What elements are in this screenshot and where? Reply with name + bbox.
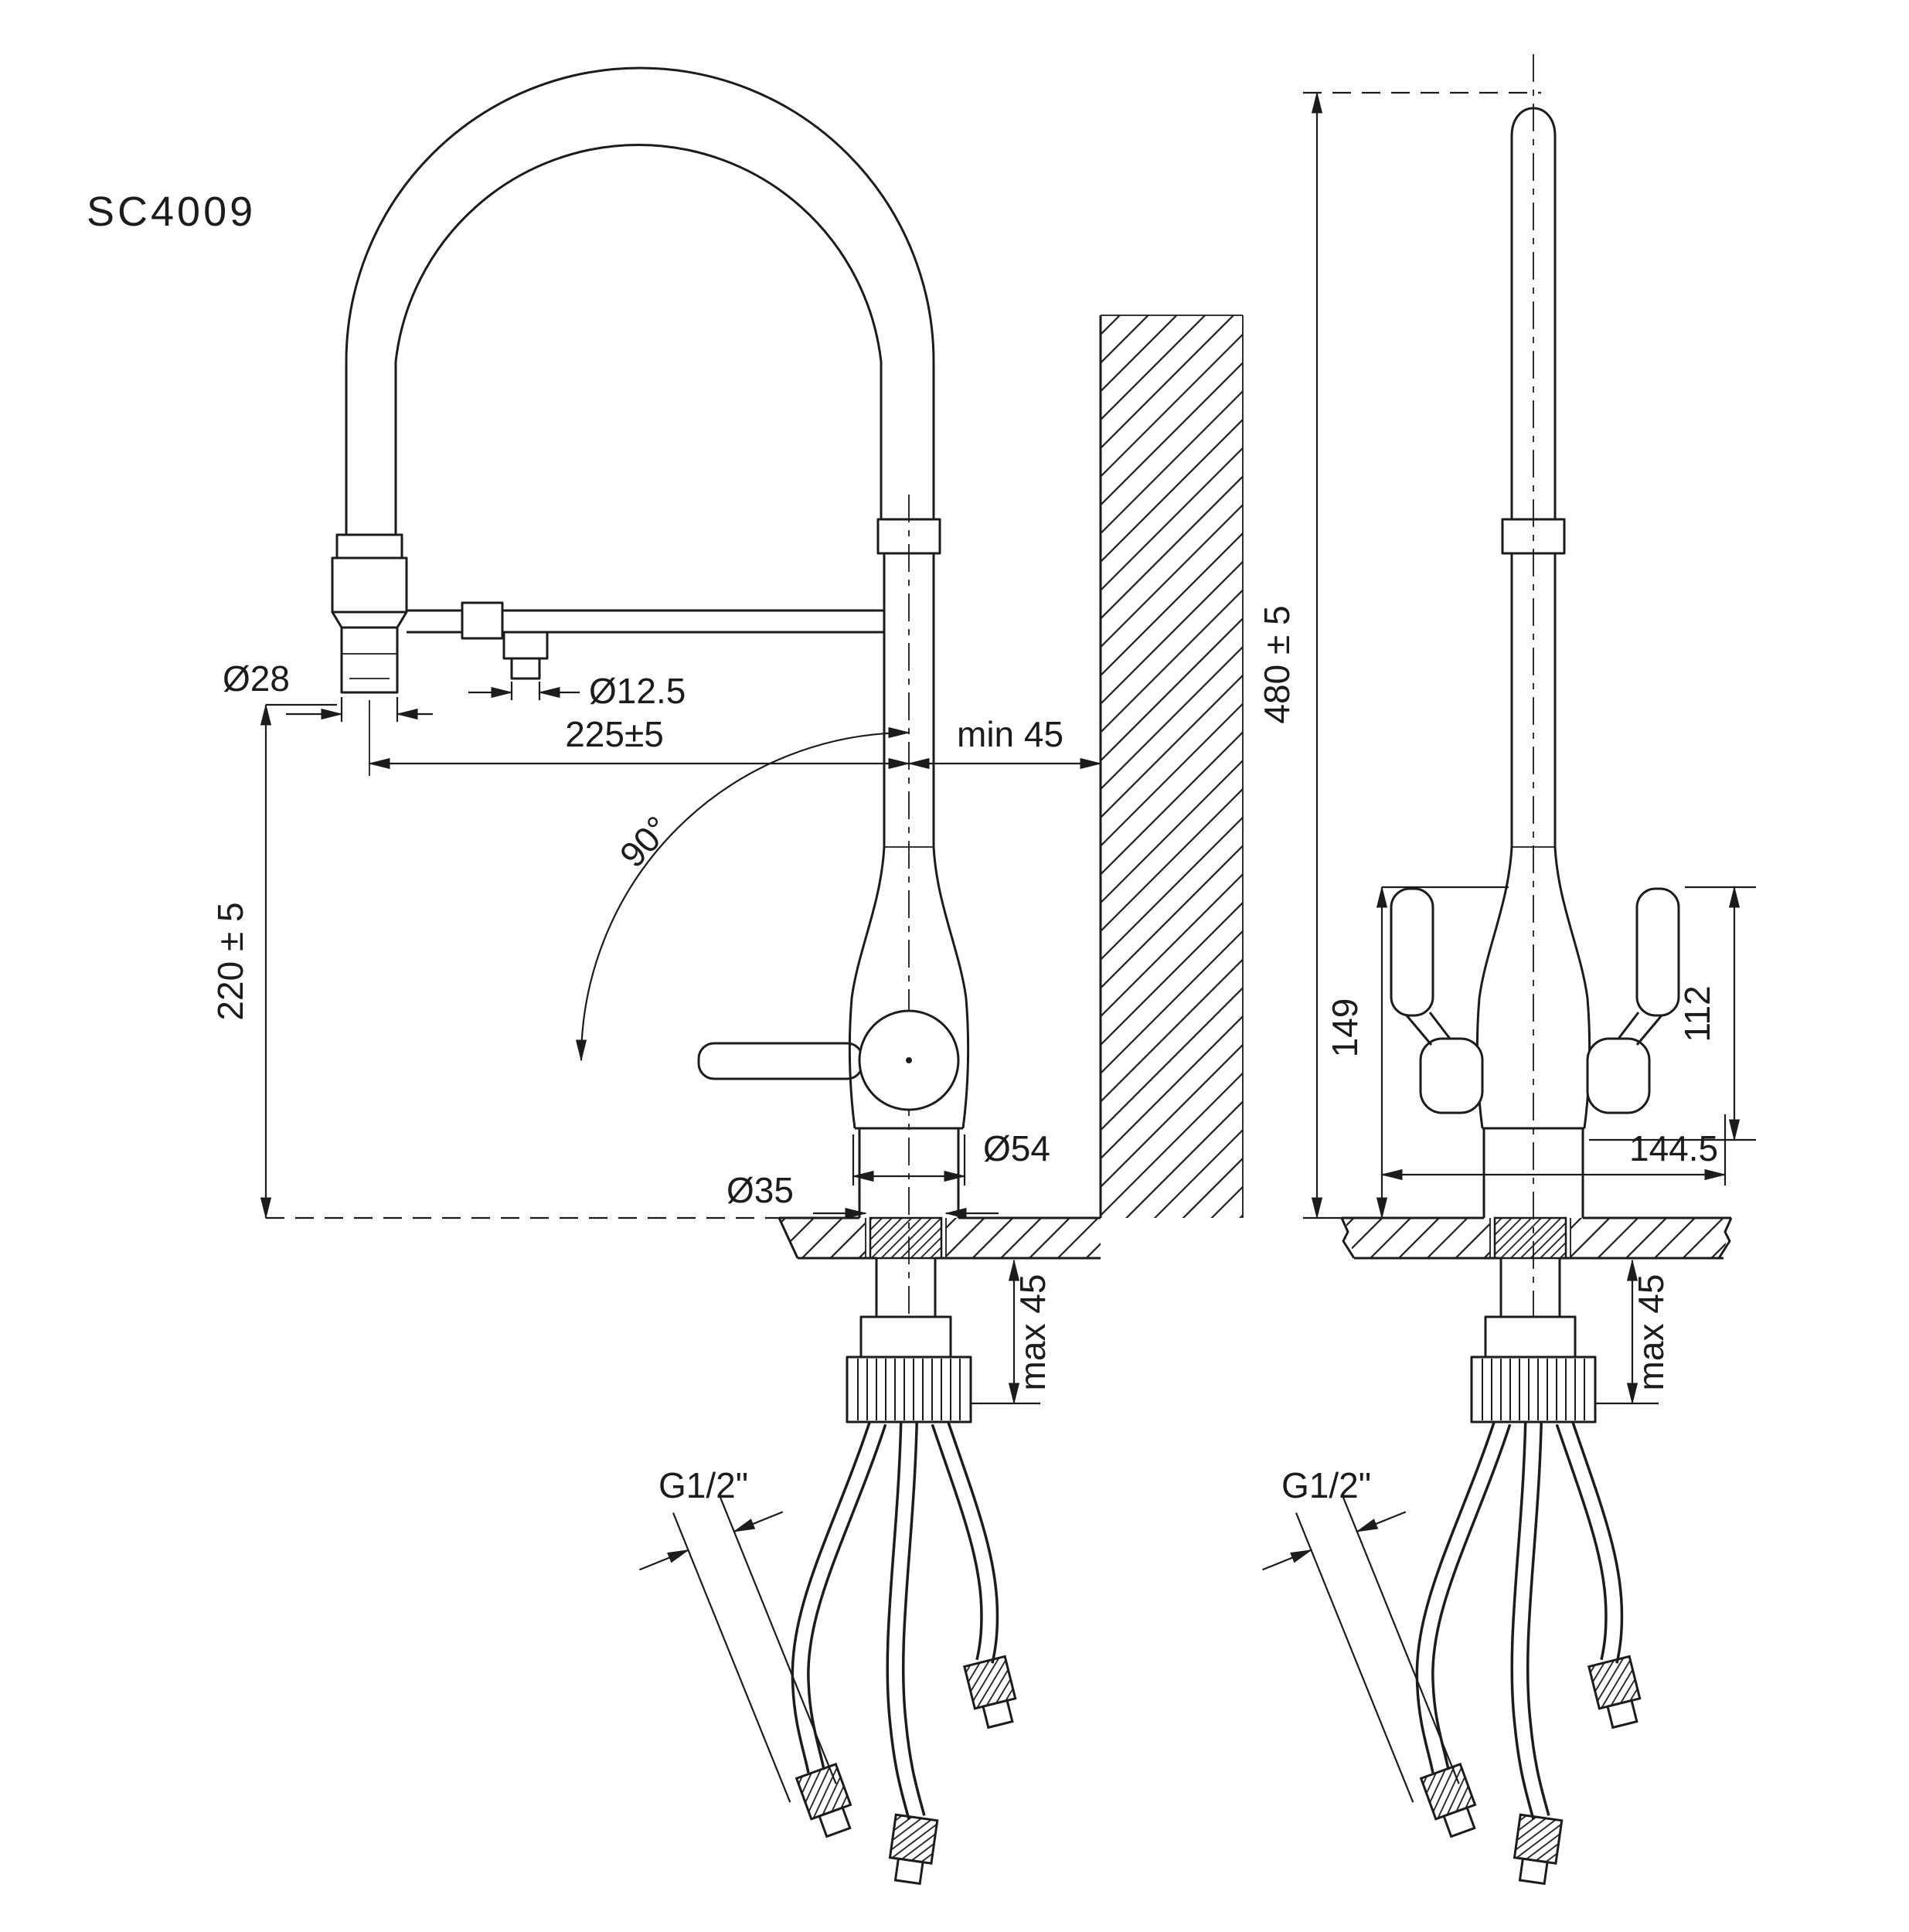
dim-reach: 225±5 [368,714,910,770]
dim-label-hose-thread-front: G1/2" [1281,1465,1371,1505]
faucet-body-side [697,518,970,1218]
dim-label-total-height: 480 ± 5 [1257,605,1297,723]
dim-hole-diameter: Ø35 [727,1170,999,1219]
front-view: 480 ± 5 149 112 144.5 max 45 [1257,54,1756,1886]
dim-label-hose-thread-side: G1/2" [658,1465,748,1505]
model-number: SC4009 [87,189,256,235]
mounting-hardware-side [846,1258,972,1423]
dim-base-diameter: Ø54 [852,1128,1050,1185]
dim-total-height: 480 ± 5 [1257,91,1541,1219]
dim-label-handle-height: 149 [1325,998,1365,1058]
dim-counter-thickness-side: max 45 [971,1259,1053,1405]
mounting-hardware-front [1470,1258,1597,1423]
threaded-tenon-front [1493,1216,1567,1260]
wall [1099,315,1244,1218]
supply-hoses-front [1415,1419,1624,1821]
dim-label-handle-span: 144.5 [1629,1128,1718,1168]
dim-label-spray-diameter: Ø28 [223,658,290,699]
countertop-side [778,1216,1101,1260]
mounting-nut [846,1355,972,1423]
dim-handle-length: 112 [1589,886,1756,1141]
dim-handle-span: 144.5 [1380,1114,1727,1185]
side-view: Ø28 Ø12.5 225±5 min 45 90° 220 ± 5 [210,66,1244,1886]
dim-label-counter-thickness-front: max 45 [1631,1274,1671,1391]
dim-spray-diameter: Ø28 [223,658,433,722]
dim-spray-height: 220 ± 5 [210,703,785,1219]
dim-label-pin-diameter: Ø12.5 [589,671,686,711]
right-handle [1586,887,1680,1114]
dim-pin-diameter: Ø12.5 [468,671,686,711]
dim-label-spray-height: 220 ± 5 [210,902,250,1020]
dim-label-swivel-angle: 90° [612,808,678,875]
dim-label-wall-clearance: min 45 [957,714,1063,754]
left-handle [1390,887,1484,1114]
dim-label-handle-length: 112 [1677,985,1717,1042]
dim-swivel-angle: 90° [575,726,910,1062]
dim-hose-thread-front: G1/2" [1262,1465,1460,1803]
spray-hose-arch [345,66,935,535]
handle-side [697,1042,864,1080]
supply-hoses-side [791,1419,999,1821]
dim-label-reach: 225±5 [565,714,664,754]
countertop-front [1340,1216,1733,1260]
dim-handle-height: 149 [1325,886,1509,1219]
dim-hose-thread-side: G1/2" [639,1465,837,1803]
dock-arm [407,601,884,680]
dim-wall-clearance: min 45 [907,714,1102,770]
dim-label-base-diameter: Ø54 [983,1128,1050,1168]
threaded-tenon [869,1216,943,1260]
spout-front [1501,107,1566,848]
dim-counter-thickness-front: max 45 [1595,1259,1671,1405]
dim-label-hole-diameter: Ø35 [727,1170,794,1210]
dim-label-counter-thickness-side: max 45 [1012,1274,1053,1391]
mounting-nut-front [1470,1355,1597,1423]
spray-head [331,533,408,694]
